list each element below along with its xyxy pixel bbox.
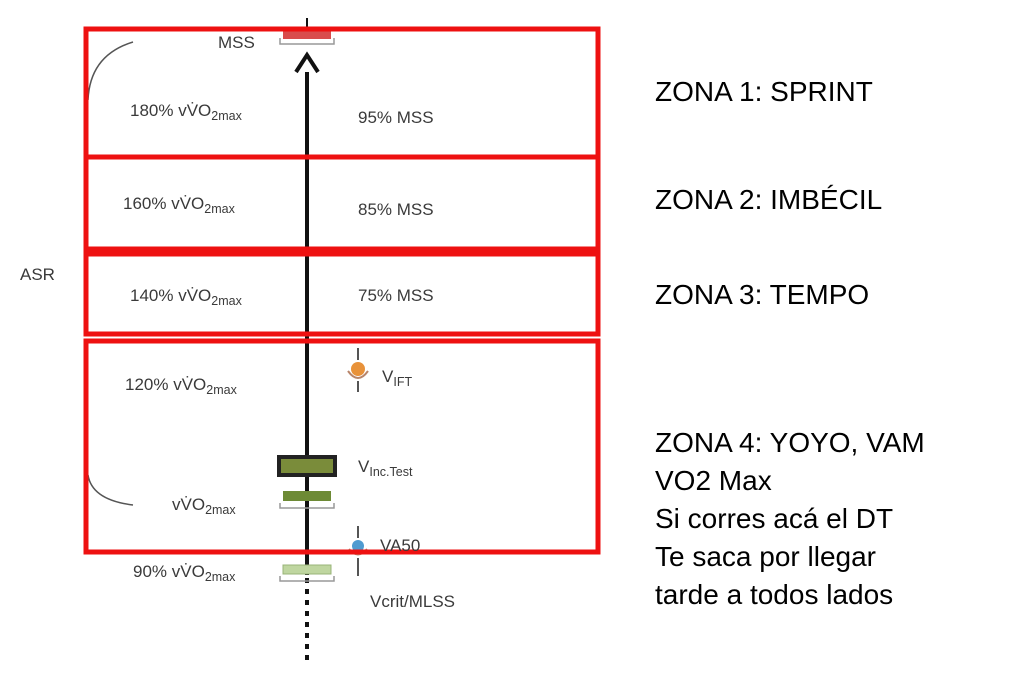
vift-label: VIFT xyxy=(382,367,412,389)
asr-bracket-bottom xyxy=(87,474,134,506)
mss-85-label: 85% MSS xyxy=(358,200,434,219)
zone-3-title: ZONA 3: TEMPO xyxy=(655,279,870,310)
axis-arrowhead-icon xyxy=(294,51,320,74)
zone-4-line: VO2 Max xyxy=(655,465,772,496)
vvo2max-bar xyxy=(283,491,331,501)
mss-bar-bracket xyxy=(279,38,335,45)
va50-marker-icon xyxy=(352,540,364,552)
asr-label: ASR xyxy=(20,265,55,284)
vift-marker-cup xyxy=(347,370,369,379)
vinc-test-label: VInc.Test xyxy=(358,457,413,479)
inc-test-bar xyxy=(277,455,337,477)
ninety-pct-bar-bracket xyxy=(279,576,335,582)
zone-3-box xyxy=(83,251,601,337)
asr-bracket-top xyxy=(87,41,134,101)
mss-bar xyxy=(283,31,331,39)
pct-90-label: 90% vV̇O2max xyxy=(133,562,236,584)
zone-1-box xyxy=(83,26,601,160)
zone-4-line: ZONA 4: YOYO, VAM xyxy=(655,427,925,458)
vift-marker-icon xyxy=(351,362,365,376)
mss-label: MSS xyxy=(218,33,255,52)
mss-95-label: 95% MSS xyxy=(358,108,434,127)
zone-4-description: ZONA 4: YOYO, VAM VO2 Max Si corres acá … xyxy=(655,424,925,614)
vvo2max-bar-bracket xyxy=(279,503,335,509)
zone-4-line: Te saca por llegar xyxy=(655,541,877,572)
pct-180-label: 180% vV̇O2max xyxy=(130,101,243,123)
zone-4-box xyxy=(83,338,601,555)
zone-4-line: Si corres acá el DT xyxy=(655,503,894,534)
zone-2-title: ZONA 2: IMBÉCIL xyxy=(655,184,883,215)
pct-140-label: 140% vV̇O2max xyxy=(130,286,243,308)
pct-160-label: 160% vV̇O2max xyxy=(123,194,236,216)
pct-120-label: 120% vV̇O2max xyxy=(125,375,238,397)
mss-75-label: 75% MSS xyxy=(358,286,434,305)
zone-4-line: tarde a todos lados xyxy=(655,579,894,610)
ninety-pct-bar xyxy=(282,564,332,575)
va50-label: VA50 xyxy=(380,536,420,555)
vvo2max-label: vV̇O2max xyxy=(172,495,236,517)
vcrit-label: Vcrit/MLSS xyxy=(370,592,455,611)
zone-2-box xyxy=(83,154,601,252)
zone-1-title: ZONA 1: SPRINT xyxy=(655,76,873,107)
